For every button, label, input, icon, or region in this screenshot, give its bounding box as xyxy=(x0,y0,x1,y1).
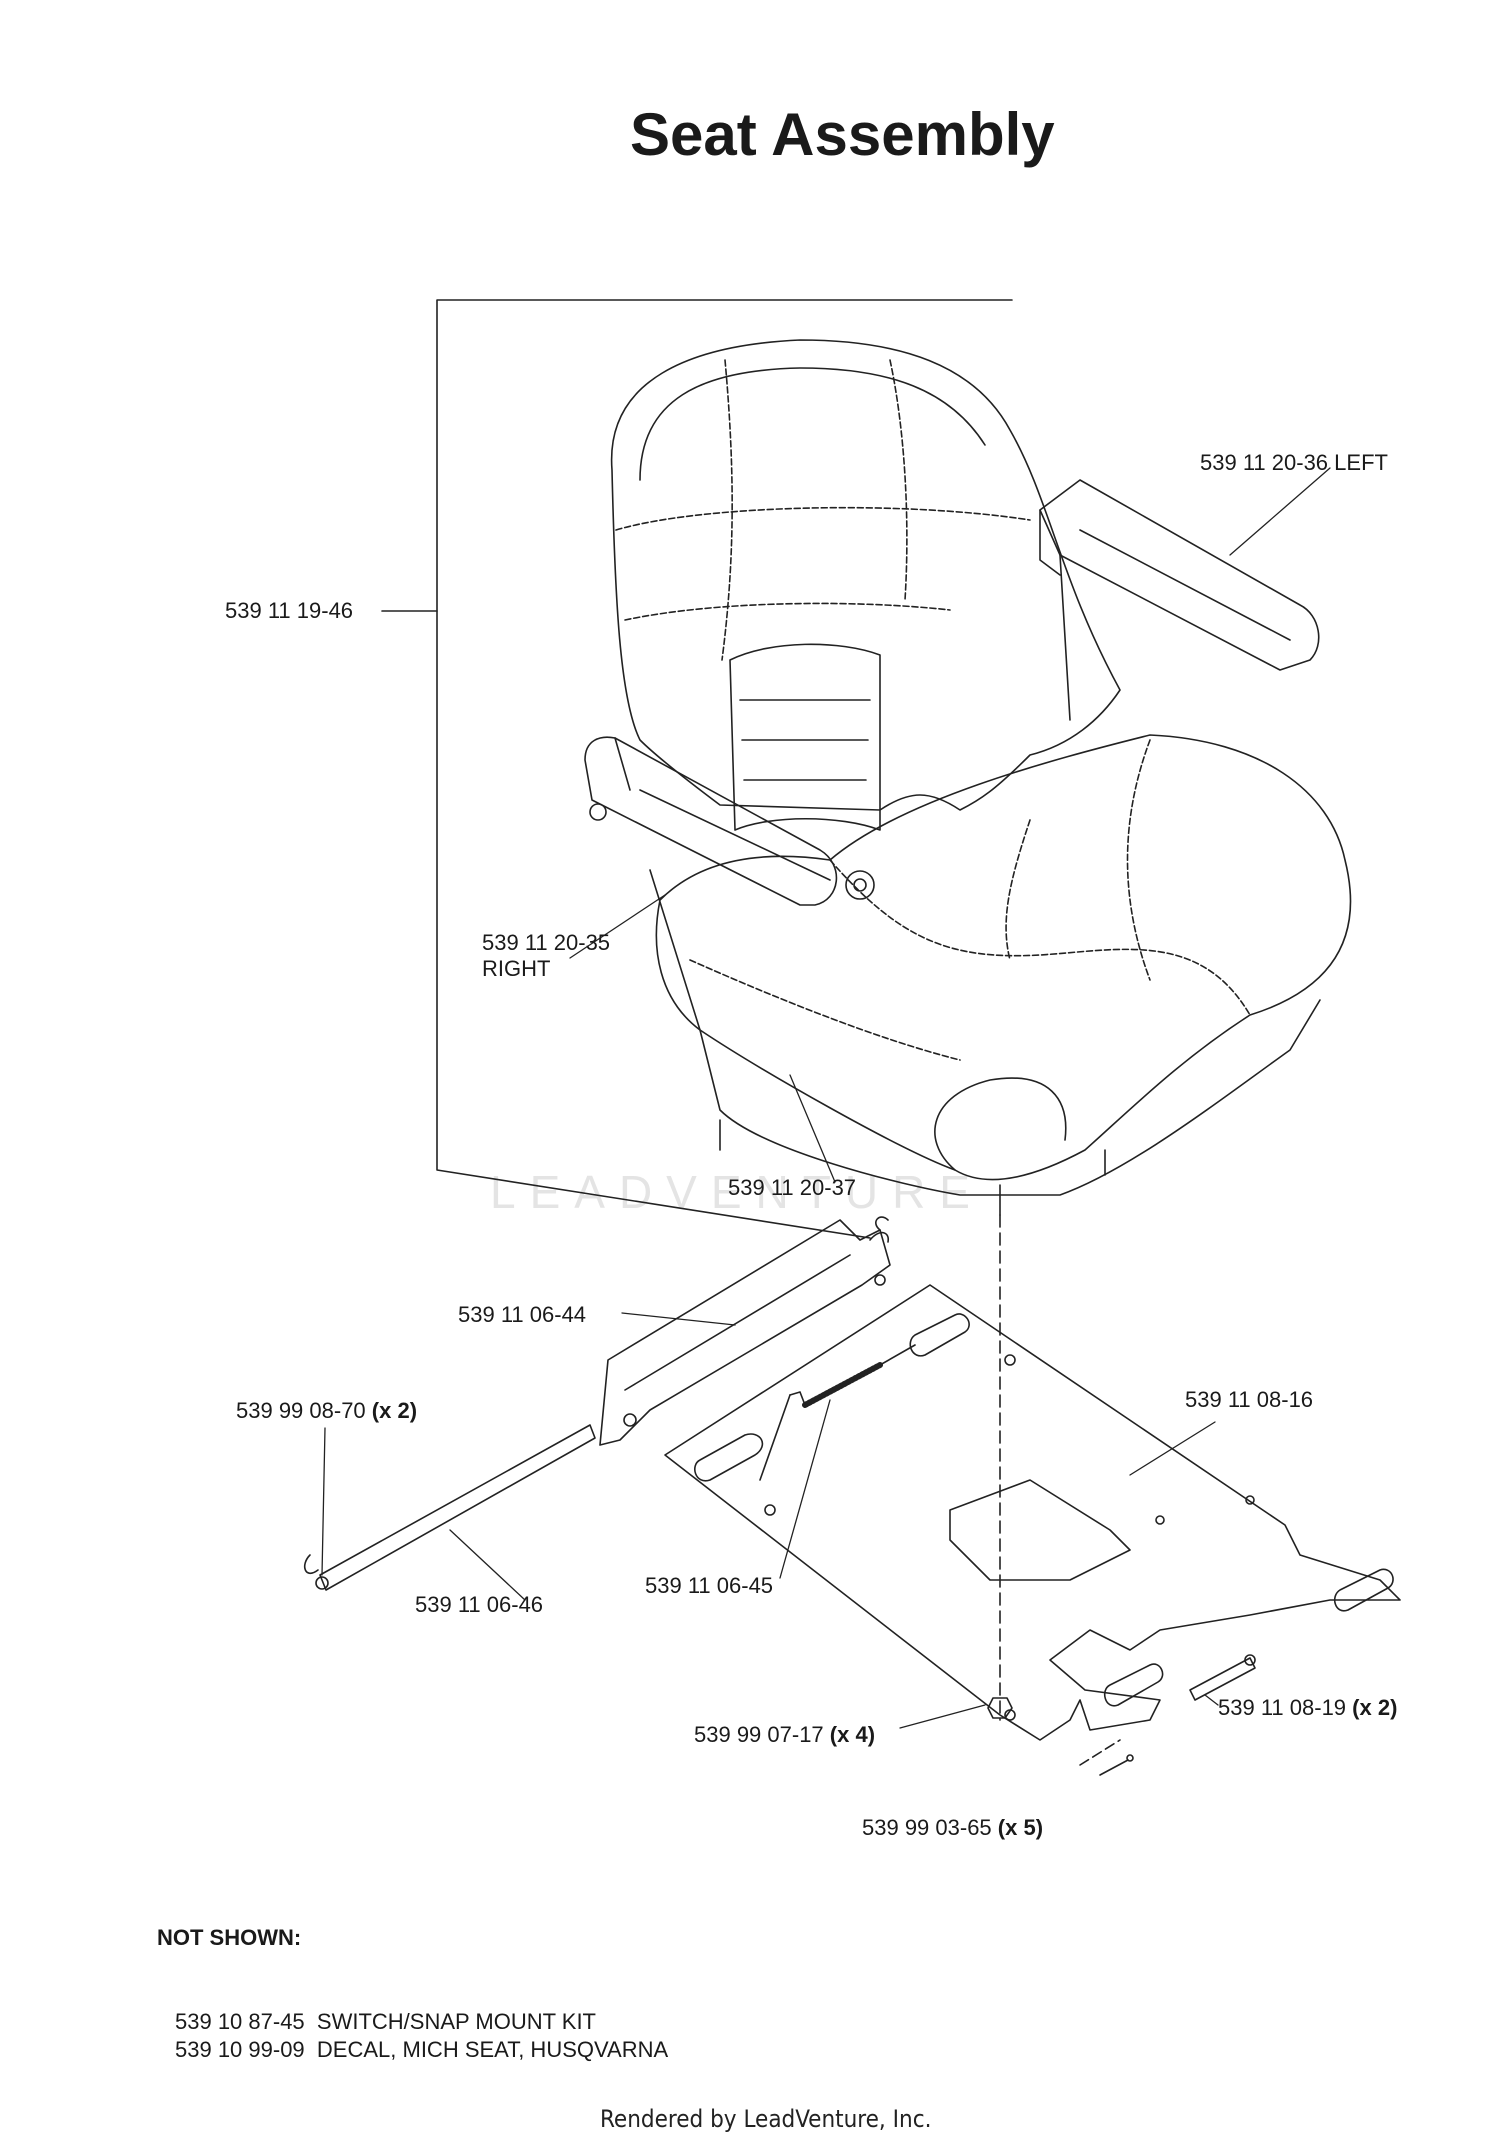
seat-bracket-line xyxy=(381,299,1013,1239)
part-number: 539 99 03-65 xyxy=(862,1815,992,1840)
pin-drawing xyxy=(1189,1654,1256,1701)
part-number: 539 10 87-45 xyxy=(175,2009,305,2034)
callout-pin: 539 11 08-19 (x 2) xyxy=(1218,1695,1397,1721)
page-title: Seat Assembly xyxy=(630,101,1055,168)
part-number: 539 99 07-17 xyxy=(694,1722,824,1747)
part-qty: (x 5) xyxy=(997,1815,1044,1840)
not-shown-item: 539 10 87-45 SWITCH/SNAP MOUNT KIT xyxy=(175,2008,596,2036)
part-number: 539 11 20-36 xyxy=(1200,450,1329,475)
plate-rollers xyxy=(694,1313,1394,1707)
callout-armrest-right: 539 11 20-35 RIGHT xyxy=(482,930,610,982)
callout-seat: 539 11 19-46 xyxy=(225,598,353,624)
footer-credit: Rendered by LeadVenture, Inc. xyxy=(600,2105,932,2133)
part-qty: (x 2) xyxy=(1352,1695,1398,1720)
callout-spring: 539 11 06-45 xyxy=(645,1573,773,1599)
part-description: DECAL, MICH SEAT, HUSQVARNA xyxy=(316,2037,669,2062)
armrest-right-drawing xyxy=(584,736,875,1031)
watermark-text: LEADVENTURE xyxy=(490,1166,984,1218)
callout-seat-plate: 539 11 08-16 xyxy=(1185,1387,1313,1413)
callout-e-clip: 539 99 08-70 (x 2) xyxy=(236,1398,417,1424)
part-number: 539 11 20-37 xyxy=(728,1175,857,1200)
e-clip-drawing xyxy=(875,1216,889,1231)
seat-plate-drawing xyxy=(664,1284,1401,1741)
part-description: SWITCH/SNAP MOUNT KIT xyxy=(316,2009,596,2034)
spring-drawing xyxy=(759,1344,916,1481)
leader-lines xyxy=(321,467,1331,1729)
callout-armrest-left: 539 11 20-36 LEFT xyxy=(1200,450,1388,476)
part-number: 539 11 06-46 xyxy=(415,1592,544,1617)
part-number: 539 11 08-16 xyxy=(1185,1387,1314,1412)
part-number: 539 99 08-70 xyxy=(236,1398,366,1423)
callout-cotter-pin: 539 99 03-65 (x 5) xyxy=(862,1815,1043,1841)
part-qty: (x 2) xyxy=(371,1398,418,1423)
callout-seat-bolt: 539 11 20-37 xyxy=(728,1175,856,1201)
part-number: 539 11 06-44 xyxy=(458,1302,587,1327)
armrest-left-drawing xyxy=(1039,479,1320,721)
part-number: 539 10 99-09 xyxy=(175,2037,305,2062)
callout-rod: 539 11 06-46 xyxy=(415,1592,543,1618)
part-qty: (x 4) xyxy=(829,1722,876,1747)
part-side: LEFT xyxy=(1334,450,1388,475)
not-shown-item: 539 10 99-09 DECAL, MICH SEAT, HUSQVARNA xyxy=(175,2036,668,2064)
part-number: 539 11 20-35 xyxy=(482,930,611,955)
seat-bolt-drawing xyxy=(719,1119,1106,1721)
callout-nut: 539 99 07-17 (x 4) xyxy=(694,1722,875,1748)
cotter-pin-drawing xyxy=(1079,1739,1134,1776)
part-number: 539 11 19-46 xyxy=(225,598,354,623)
not-shown-heading: NOT SHOWN: xyxy=(157,1925,302,1950)
callout-slide-bracket: 539 11 06-44 xyxy=(458,1302,586,1328)
part-number: 539 11 06-45 xyxy=(645,1573,774,1598)
part-side: RIGHT xyxy=(482,956,551,981)
rod-drawing xyxy=(303,1424,596,1591)
slide-bracket-drawing xyxy=(599,1219,891,1446)
seat-back xyxy=(610,339,1121,831)
seat-cushion xyxy=(655,734,1352,1196)
nut-drawing xyxy=(987,1697,1013,1719)
part-number: 539 11 08-19 xyxy=(1218,1695,1347,1720)
